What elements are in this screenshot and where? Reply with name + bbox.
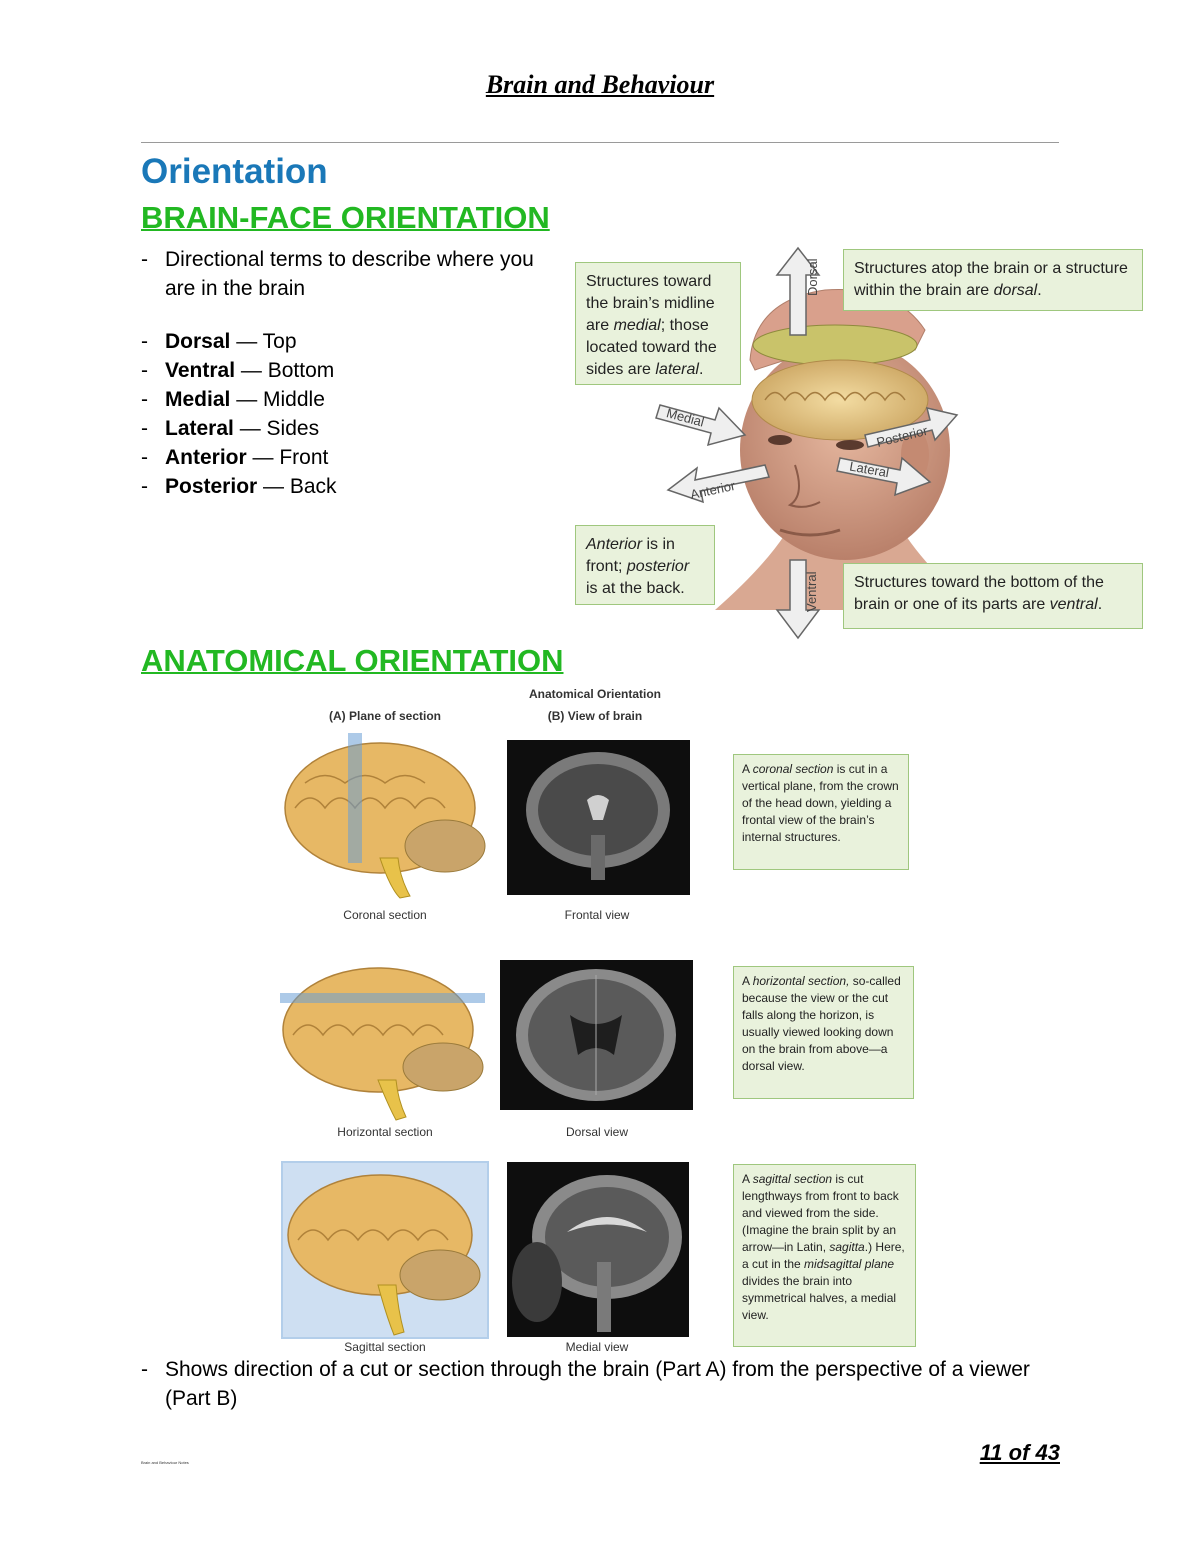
- coronal-brain-illustration: [284, 733, 486, 899]
- footer-fine-print: Brain and Behaviour Notes: [141, 1460, 189, 1465]
- term-name: Lateral: [165, 417, 234, 440]
- directional-terms-list: -Dorsal — Top -Ventral — Bottom -Medial — …: [141, 327, 551, 501]
- dorsal-arrow-label: Dorsal: [805, 258, 820, 296]
- row-2-view-caption: Dorsal view: [565, 1125, 628, 1139]
- ventral-arrow: Ventral: [775, 559, 821, 640]
- intro-text: Directional terms to describe where you …: [165, 248, 534, 300]
- term-meaning: — Bottom: [235, 359, 335, 382]
- list-item: -Shows direction of a cut or section thr…: [141, 1358, 1030, 1410]
- term-item-ventral: -Ventral — Bottom: [141, 359, 335, 382]
- row-3-section-caption: Sagittal section: [344, 1340, 426, 1354]
- lateral-arrow: Lateral: [836, 456, 932, 497]
- brain-shape: [751, 359, 929, 441]
- column-a-heading: (A) Plane of section: [328, 709, 441, 723]
- coronal-plane: [348, 733, 362, 863]
- callout-anterior-posterior: Anterior is in front; posterior is at th…: [575, 525, 715, 605]
- callout-ventral: Structures toward the bottom of the brai…: [843, 563, 1143, 629]
- page-number: 11 of 43: [979, 1440, 1060, 1465]
- term-name: Dorsal: [165, 330, 231, 353]
- skull-rim-shape: [752, 324, 918, 366]
- term-meaning: — Middle: [230, 388, 325, 411]
- anatomical-summary-list: -Shows direction of a cut or section thr…: [141, 1355, 1059, 1413]
- horizontal-brain-illustration: [280, 967, 485, 1121]
- row-3-view-caption: Medial view: [565, 1340, 629, 1354]
- subheading-brain-face: BRAIN-FACE ORIENTATION: [141, 200, 550, 235]
- term-item-lateral: -Lateral — Sides: [141, 417, 320, 440]
- callout-dorsal: Structures atop the brain or a structure…: [843, 249, 1143, 311]
- term-name: Anterior: [165, 446, 247, 469]
- term-name: Ventral: [165, 359, 236, 382]
- term-meaning: — Sides: [233, 417, 320, 440]
- brain-face-intro-list: -Directional terms to describe where you…: [141, 245, 551, 303]
- term-meaning: — Back: [257, 475, 337, 498]
- row-1-description: A coronal section is cut in a vertical p…: [733, 754, 909, 870]
- term-item-anterior: -Anterior — Front: [141, 446, 329, 469]
- term-item-medial: -Medial — Middle: [141, 388, 325, 411]
- dorsal-arrow: Dorsal: [775, 246, 821, 336]
- term-item-posterior: -Posterior — Back: [141, 475, 337, 498]
- section-heading-orientation: Orientation: [141, 152, 328, 191]
- document-header-title: Brain and Behaviour: [485, 70, 715, 99]
- dorsal-view-mri: [500, 960, 693, 1110]
- row-2-section-caption: Horizontal section: [337, 1125, 433, 1139]
- horizontal-plane: [280, 993, 485, 1003]
- row-1-view-caption: Frontal view: [564, 908, 630, 922]
- medial-arrow: Medial: [655, 404, 747, 447]
- row-2-description: A horizontal section, so-called because …: [733, 966, 914, 1099]
- header-divider: [141, 142, 1059, 143]
- medial-view-mri: [507, 1162, 689, 1337]
- term-meaning: — Top: [230, 330, 297, 353]
- row-3-description: A sagittal section is cut lengthways fro…: [733, 1164, 916, 1347]
- subheading-anatomical: ANATOMICAL ORIENTATION: [141, 643, 564, 678]
- term-item-dorsal: -Dorsal — Top: [141, 330, 297, 353]
- anatomical-summary-text: Shows direction of a cut or section thro…: [165, 1358, 1030, 1410]
- column-b-heading: (B) View of brain: [547, 709, 643, 723]
- term-meaning: — Front: [246, 446, 329, 469]
- figure-title: Anatomical Orientation: [528, 687, 662, 701]
- row-1-section-caption: Coronal section: [343, 908, 427, 922]
- ventral-arrow-label: Ventral: [804, 571, 819, 612]
- term-name: Medial: [165, 388, 231, 411]
- frontal-view-mri: [507, 740, 690, 895]
- term-name: Posterior: [165, 475, 258, 498]
- list-item: -Directional terms to describe where you…: [141, 248, 534, 300]
- sagittal-brain-illustration: [281, 1161, 489, 1339]
- lateral-arrow-label: Lateral: [848, 459, 890, 481]
- callout-medial-lateral: Structures toward the brain’s midline ar…: [575, 262, 741, 385]
